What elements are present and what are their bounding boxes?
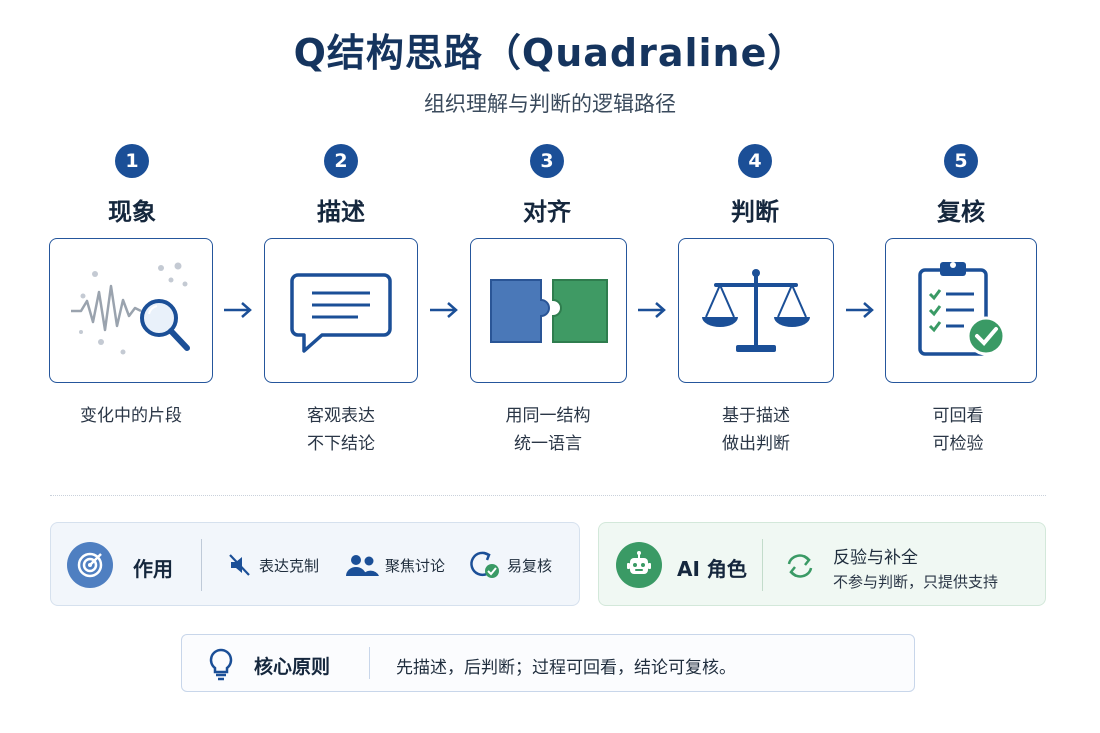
role-panel: 作用 表达克制 聚焦讨论 易复核 [50,522,580,606]
ai-role-panel: AI 角色 反验与补全 不参与判断，只提供支持 [598,522,1046,606]
target-icon [67,542,113,588]
step-card-phenomenon [49,238,213,383]
refresh-check-icon [470,551,499,578]
step-card-review [885,238,1037,383]
step-title: 判断 [731,198,779,226]
core-principle-label: 核心原则 [254,656,331,678]
step-desc-line: 变化中的片段 [80,406,182,426]
step-desc-line: 做出判断 [722,434,790,454]
arrow-right-icon [224,302,252,318]
dotted-divider [50,495,1046,496]
feature-label: 表达克制 [259,556,320,575]
waveform-magnifier-icon [71,262,190,354]
step-number: 2 [324,144,358,178]
mute-icon [229,554,250,576]
step-desc-line: 用同一结构 [505,406,591,426]
arrow-right-icon [430,302,458,318]
step-number: 3 [530,144,564,178]
sync-arrows-icon [787,554,813,578]
core-principle-text: 先描述，后判断；过程可回看，结论可复核。 [396,658,736,678]
speech-bubble-icon [290,272,392,353]
step-number: 5 [944,144,978,178]
feature-label: 易复核 [507,556,553,575]
core-principle-panel: 核心原则 先描述，后判断；过程可回看，结论可复核。 [181,634,915,692]
step-desc-line: 基于描述 [722,406,790,426]
step-desc-line: 可检验 [932,434,984,454]
step-title: 描述 [317,198,365,226]
robot-icon [616,542,662,588]
step-2: 2 描述 [256,144,426,227]
ai-role-line-2: 不参与判断，只提供支持 [833,573,999,591]
step-card-alignment [470,238,627,383]
step-number: 4 [738,144,772,178]
separator [762,539,763,591]
clipboard-check-icon [918,261,1006,356]
feature-restrained-expression: 表达克制 [227,551,319,579]
step-desc-line: 客观表达 [307,406,375,426]
step-desc: 基于描述 做出判断 [666,402,846,458]
step-4: 4 判断 [670,144,840,227]
step-1: 1 现象 [47,144,217,227]
step-desc-line: 不下结论 [307,434,375,454]
step-3: 3 对齐 [462,144,632,227]
feature-easy-review: 易复核 [467,551,552,579]
ai-role-line-1: 反验与补全 [833,548,918,568]
ai-role-label: AI 角色 [677,557,747,581]
people-icon [346,555,379,576]
step-desc: 变化中的片段 [41,402,221,430]
step-card-judgment [678,238,834,383]
feature-label: 聚焦讨论 [385,556,446,575]
balance-scale-icon [702,268,810,352]
step-desc: 可回看 可检验 [868,402,1048,458]
puzzle-pieces-icon [489,278,608,343]
lightbulb-icon [209,648,233,681]
page-title: Q结构思路（Quadraline） [293,31,807,75]
step-title: 复核 [937,198,985,226]
step-desc-line: 可回看 [932,406,984,426]
separator [201,539,202,591]
separator [369,647,370,679]
feature-focused-discussion: 聚焦讨论 [345,551,445,579]
step-card-description [264,238,418,383]
arrow-right-icon [846,302,874,318]
step-desc: 用同一结构 统一语言 [458,402,638,458]
step-desc: 客观表达 不下结论 [251,402,431,458]
page-subtitle: 组织理解与判断的逻辑路径 [424,92,676,116]
step-number: 1 [115,144,149,178]
step-5: 5 复核 [876,144,1046,227]
arrow-right-icon [638,302,666,318]
role-label: 作用 [133,557,173,581]
step-title: 对齐 [523,198,571,226]
step-desc-line: 统一语言 [514,434,582,454]
step-title: 现象 [108,198,156,226]
